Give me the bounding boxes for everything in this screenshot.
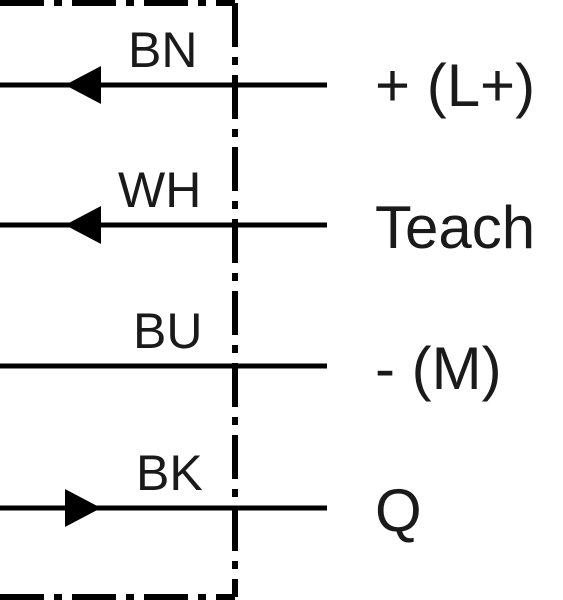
arrow-in-icon <box>65 206 101 244</box>
terminal-bu: BU - (M) <box>0 303 502 402</box>
wire-code-wh: WH <box>118 162 201 218</box>
signal-label-ground: - (M) <box>375 335 502 402</box>
signal-label-output: Q <box>375 477 422 544</box>
signal-label-supply: + (L+) <box>375 52 535 119</box>
signal-label-teach: Teach <box>375 194 535 261</box>
terminal-wh: WH Teach <box>0 162 535 261</box>
wire-code-bu: BU <box>133 303 202 359</box>
arrow-in-icon <box>65 66 101 104</box>
wire-code-bn: BN <box>128 22 197 78</box>
terminal-bk: BK Q <box>0 445 422 544</box>
arrow-out-icon <box>65 489 101 527</box>
terminal-bn: BN + (L+) <box>0 22 535 119</box>
wire-code-bk: BK <box>136 445 203 501</box>
